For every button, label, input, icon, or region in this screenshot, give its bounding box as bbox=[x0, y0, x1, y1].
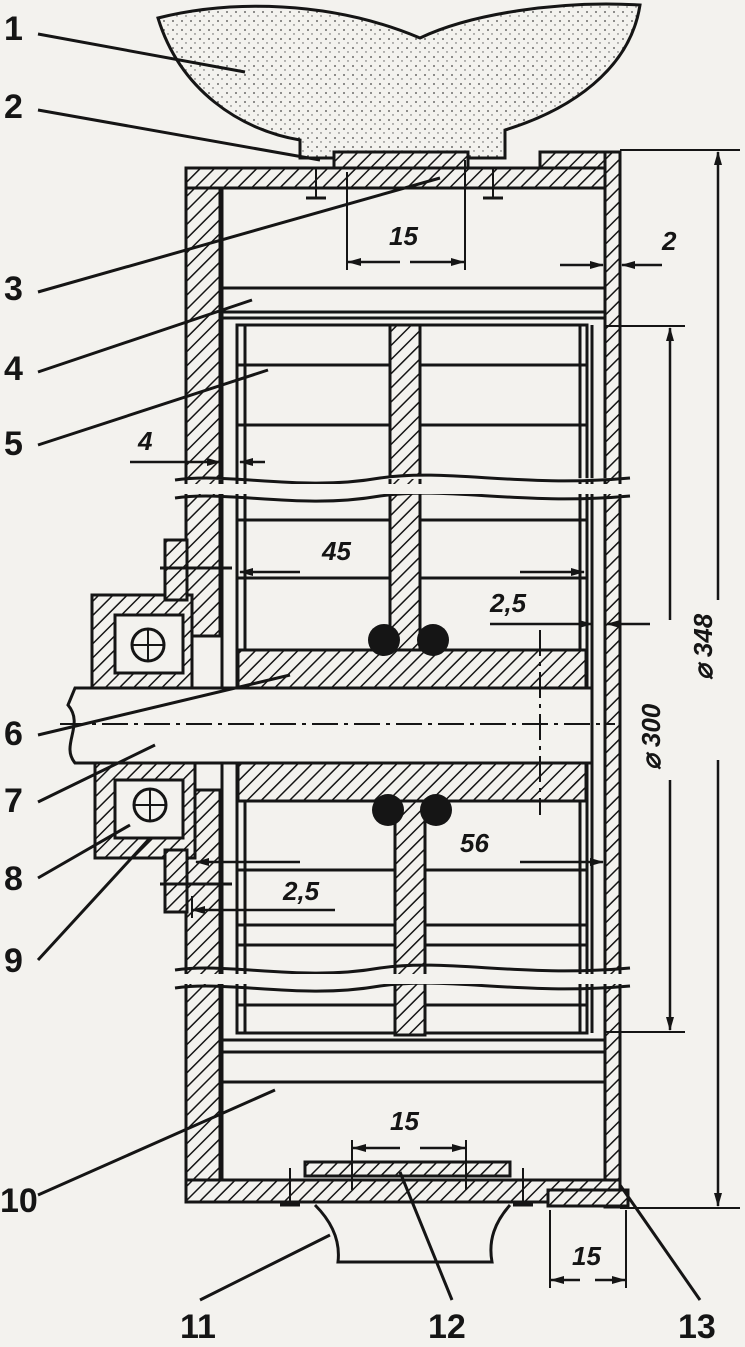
dimension-labels: 15 2 4 45 2,5 56 2,5 15 15 ⌀ 300 ⌀ 348 bbox=[137, 221, 718, 1271]
callout-labels: 1 2 3 4 5 6 7 8 9 10 11 12 13 bbox=[0, 10, 716, 1346]
callout-5: 5 bbox=[4, 425, 23, 463]
inlet-hopper bbox=[156, 2, 642, 160]
dim-bottom-slot: 15 bbox=[390, 1106, 419, 1136]
break-lines bbox=[172, 473, 634, 993]
dim-flange-gap: 2,5 bbox=[282, 876, 320, 906]
top-housing-plate bbox=[184, 150, 618, 200]
callout-9: 9 bbox=[4, 942, 23, 980]
bottom-housing-plate bbox=[184, 1160, 630, 1208]
dim-top-slot: 15 bbox=[389, 221, 418, 251]
dim-bottom-width: 56 bbox=[460, 828, 489, 858]
leader-lines bbox=[36, 32, 702, 1302]
dimension-lines bbox=[130, 149, 740, 1288]
callout-1: 1 bbox=[4, 10, 23, 48]
rotor-disks bbox=[220, 286, 607, 1084]
callout-4: 4 bbox=[4, 350, 23, 388]
callout-7: 7 bbox=[4, 782, 23, 820]
dim-inner-width: 45 bbox=[321, 536, 351, 566]
callout-10: 10 bbox=[0, 1182, 38, 1220]
dim-wall: 2 bbox=[661, 226, 677, 256]
dim-diameter-348: ⌀ 348 bbox=[688, 613, 718, 680]
dim-diameter-300: ⌀ 300 bbox=[636, 703, 666, 770]
callout-12: 12 bbox=[428, 1308, 466, 1346]
callout-8: 8 bbox=[4, 860, 23, 898]
dim-hub-gap: 2,5 bbox=[489, 588, 527, 618]
callout-6: 6 bbox=[4, 715, 23, 753]
callout-13: 13 bbox=[678, 1308, 716, 1346]
hub-and-shaft bbox=[60, 624, 615, 826]
dim-right-flange: 15 bbox=[572, 1241, 601, 1271]
dim-gap-left: 4 bbox=[137, 426, 153, 456]
callout-3: 3 bbox=[4, 270, 23, 308]
callout-11: 11 bbox=[180, 1308, 216, 1346]
outlet-duct bbox=[313, 1203, 512, 1264]
callout-2: 2 bbox=[4, 88, 23, 126]
